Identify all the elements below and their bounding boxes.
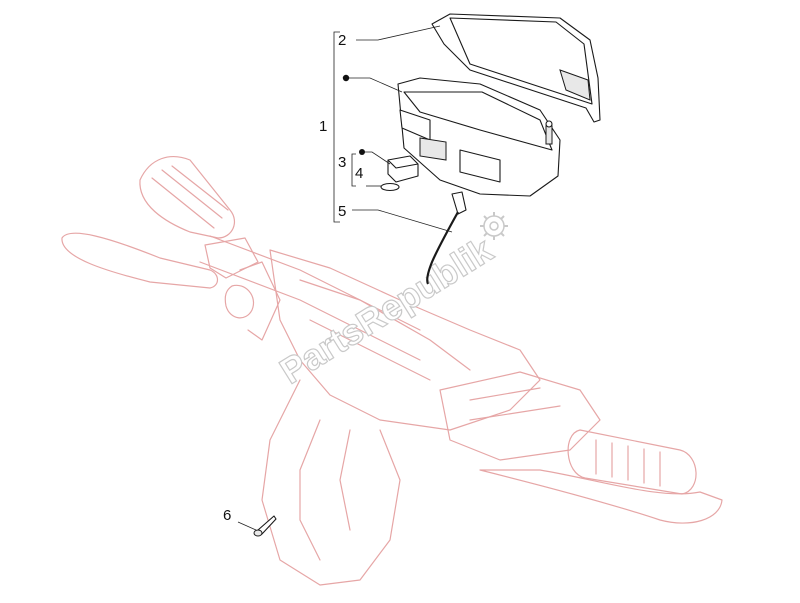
callout-3: 3 [338, 154, 346, 171]
bullet-dot-1 [342, 74, 350, 82]
steering-column-ghost [261, 379, 401, 586]
leader-lines [237, 25, 453, 531]
callout-2: 2 [338, 32, 346, 49]
part-4-bulb[interactable] [380, 182, 400, 192]
callout-1: 1 [319, 118, 327, 135]
part-2-instrument-cover[interactable] [431, 13, 601, 123]
right-lever-ghost [479, 469, 723, 524]
part-6-screw[interactable] [253, 515, 277, 537]
left-lever-ghost [61, 232, 219, 289]
part-1-instrument-cluster[interactable] [397, 77, 561, 197]
part-5-speedometer-cable[interactable] [426, 191, 467, 285]
watermark-gear-icon [480, 212, 508, 240]
right-switch-ghost [439, 371, 601, 461]
left-switch-ghost [204, 237, 259, 279]
left-grip-ghost [139, 156, 235, 239]
callout-bracket [333, 31, 356, 223]
right-grip-ghost [567, 429, 697, 495]
part-3-bulb-holder[interactable] [387, 155, 419, 183]
callout-6: 6 [223, 507, 231, 524]
handlebar-ghost-outline [61, 156, 723, 586]
callout-5: 5 [338, 203, 346, 220]
bullet-dot-3 [359, 149, 365, 155]
headset-body-ghost [269, 249, 541, 431]
callout-4: 4 [355, 165, 363, 182]
